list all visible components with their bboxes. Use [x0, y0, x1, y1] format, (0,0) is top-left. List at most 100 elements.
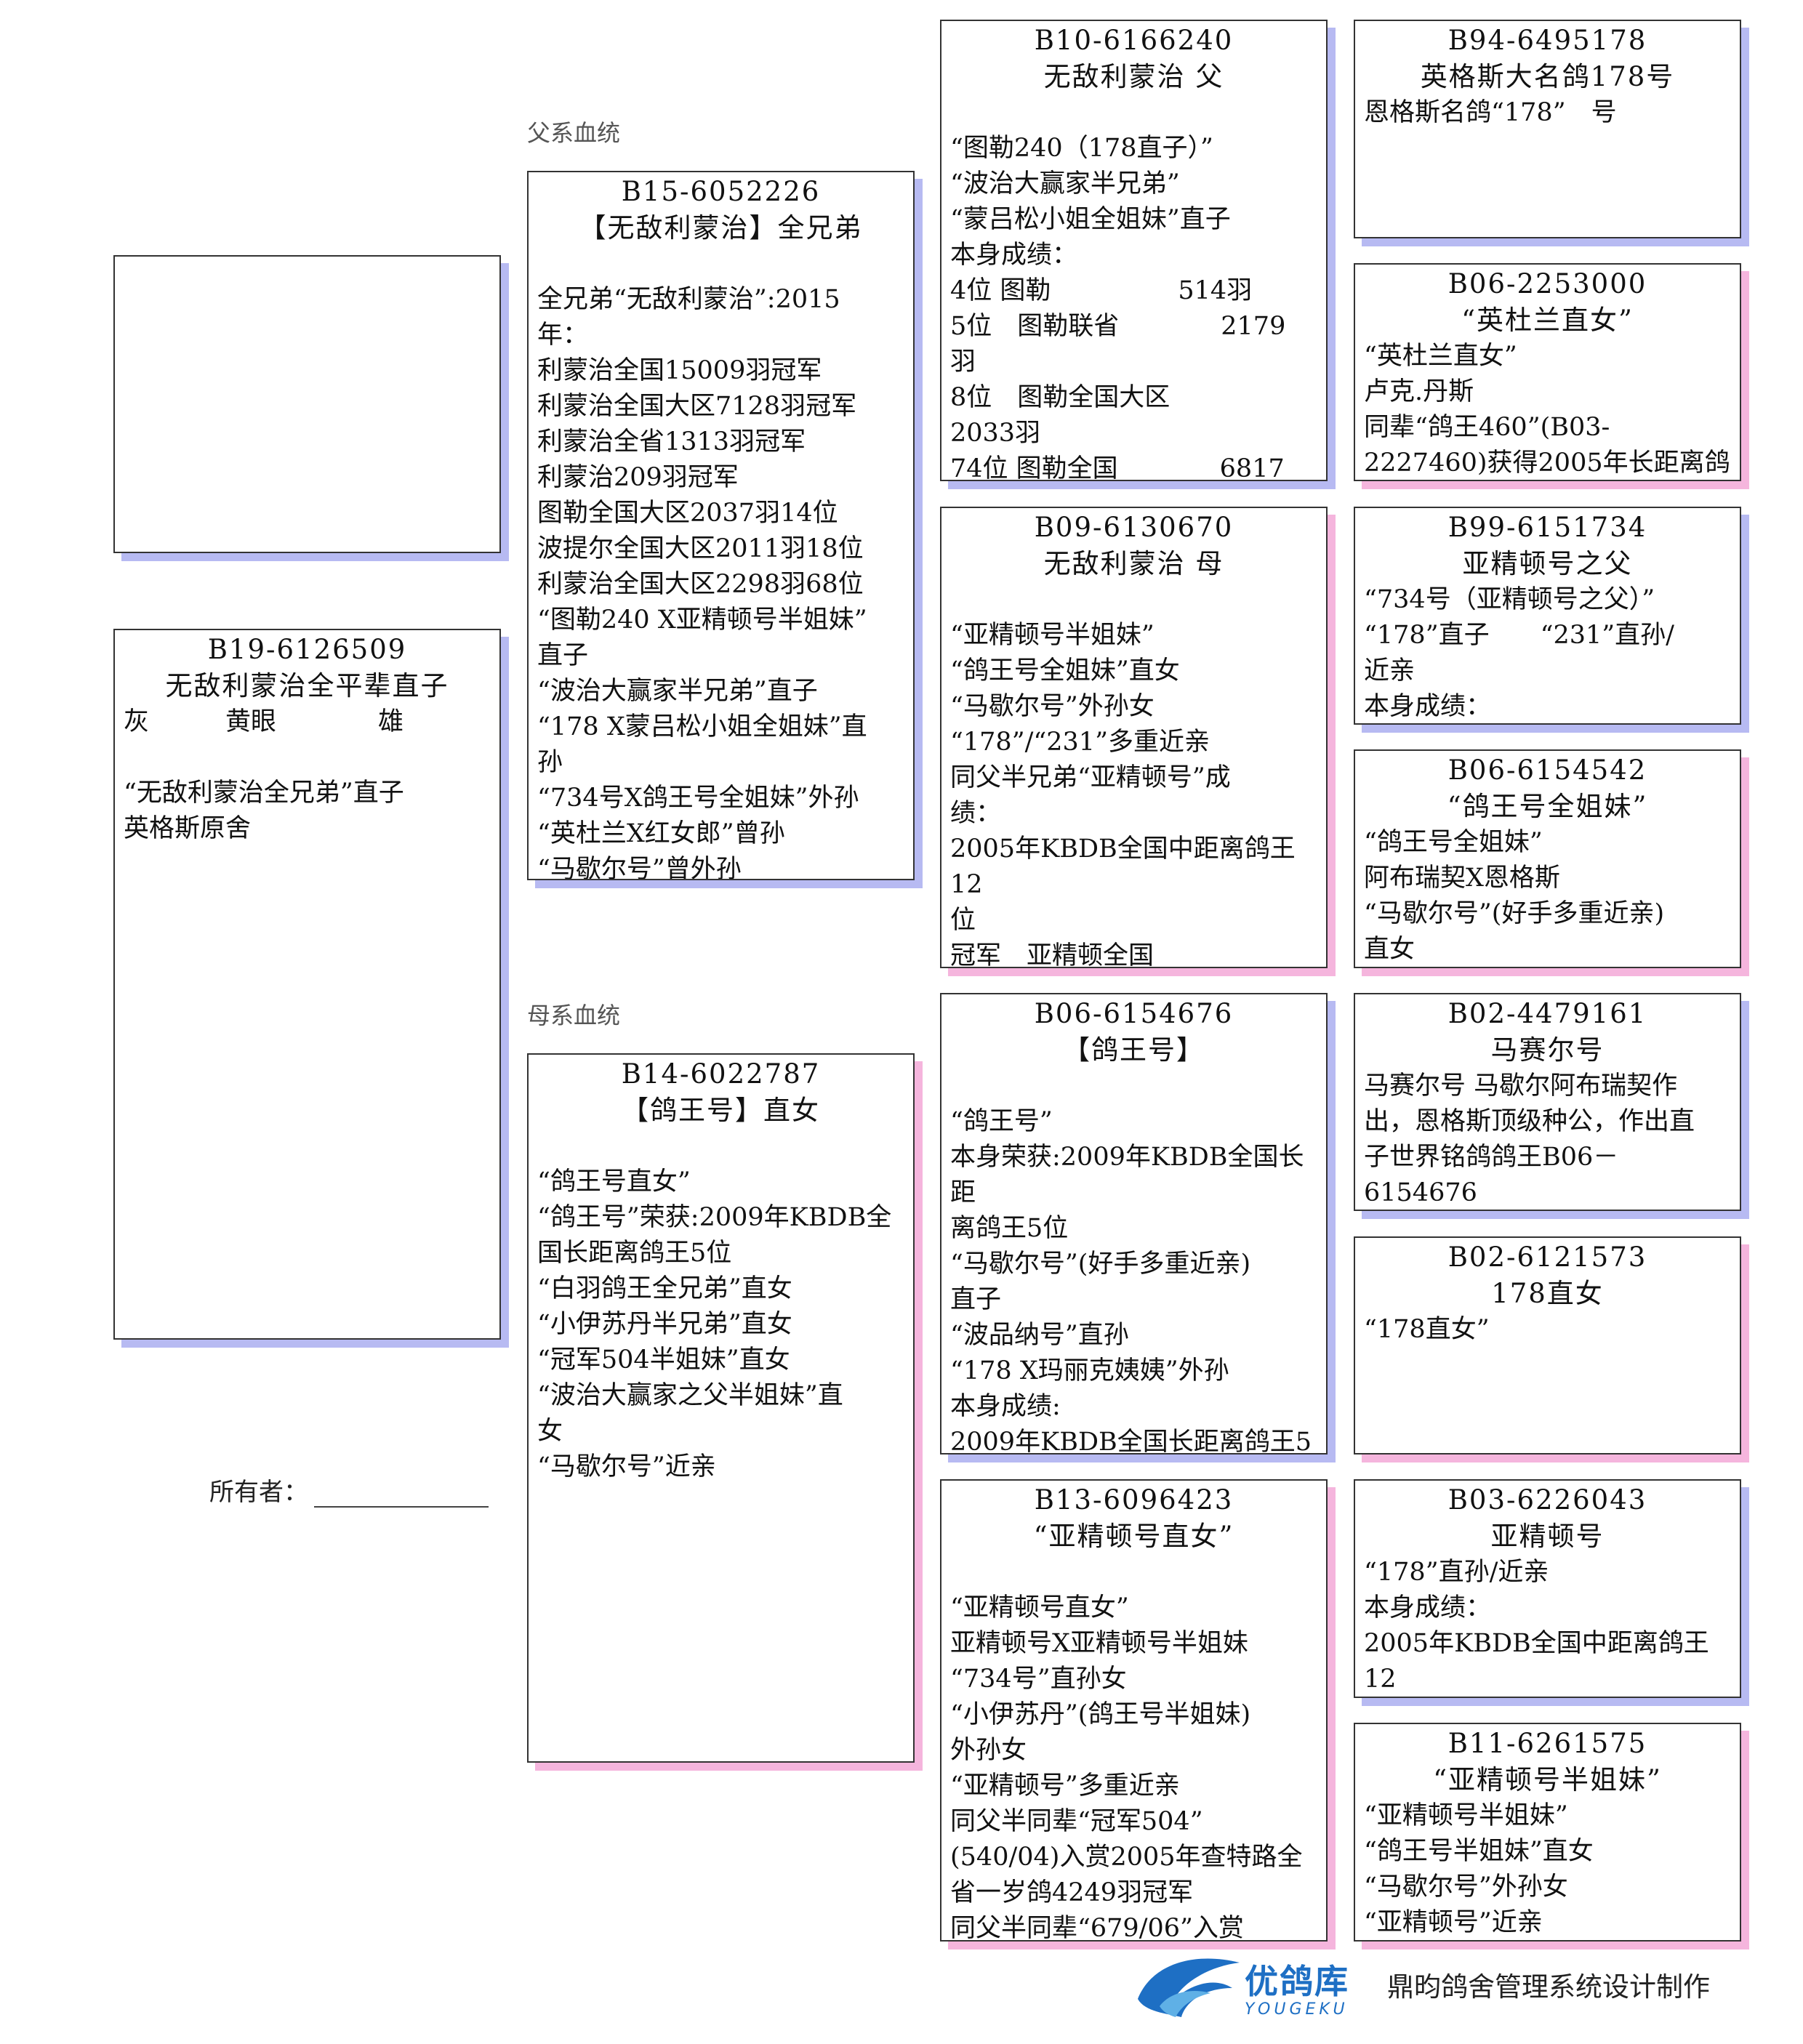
pigeon-note-line: 74位 图勒全国 6817	[950, 454, 1285, 481]
pigeon-note-line: 利蒙治全国15009羽冠军	[537, 356, 822, 385]
pigeon-note-line: 直子	[537, 641, 589, 670]
pigeon-note-line: 近亲	[1364, 656, 1416, 685]
sire-sire-dam-card: B06-2253000“英杜兰直女”“英杜兰直女”卢克.丹斯同辈“鸽王460”(…	[1354, 263, 1741, 481]
pigeon-note-line: 阿布瑞契X恩格斯	[1364, 864, 1560, 893]
pigeon-note-line: 年：	[537, 321, 589, 350]
pigeon-note-line: “冠军504半姐妹”直女	[537, 1345, 790, 1375]
pigeon-note-line: “马歇尔号”曾外孙	[537, 855, 742, 880]
pigeon-ring-id: B14-6022787	[621, 1058, 821, 1090]
pigeon-note-line: “178”直孙/近亲	[1364, 1558, 1549, 1587]
pigeon-note-line: “亚精顿号半姐妹”	[1364, 1801, 1568, 1830]
pigeon-note-line: “马歇尔号”(好手多重近亲)	[950, 1250, 1251, 1279]
pigeon-note-line: “734号”直孙女	[950, 1665, 1127, 1694]
pigeon-note-line: 图勒全国大区2037羽14位	[537, 499, 838, 528]
photo-box	[113, 255, 501, 553]
pigeon-note-line: “178 X玛丽克姨姨”外孙	[950, 1356, 1229, 1385]
dam-dam-card: B13-6096423“亚精顿号直女”“亚精顿号直女”亚精顿号X亚精顿号半姐妹“…	[940, 1479, 1328, 1942]
pigeon-note-line: 同父半兄弟“亚精顿号”成	[950, 763, 1231, 792]
pigeon-note-line: 5位 图勒联省 2179	[950, 312, 1286, 341]
pigeon-note-line: 出，恩格斯顶级种公，作出直	[1364, 1107, 1695, 1136]
pigeon-ring-id: B06-2253000	[1447, 268, 1647, 299]
pigeon-note-line: 本身荣获:2009年KBDB全国长距	[950, 1143, 1304, 1207]
pigeon-note-line: 直女	[1364, 935, 1416, 964]
pigeon-note-line: 2033羽	[950, 419, 1041, 448]
pigeon-ring-id: B11-6261575	[1447, 1728, 1647, 1759]
pigeon-ring-id: B03-6226043	[1447, 1484, 1647, 1516]
pigeon-ring-id: B02-4479161	[1447, 998, 1647, 1029]
dam-dam-dam-card: B11-6261575“亚精顿号半姐妹”“亚精顿号半姐妹”“鸽王号半姐妹”直女“…	[1354, 1723, 1741, 1942]
pigeon-note-line: “波治大赢家半兄弟”	[950, 169, 1180, 198]
pigeon-note-line: “马歇尔号”外孙女	[950, 692, 1155, 721]
pigeon-note-line: “图勒240（178直子）”	[950, 134, 1213, 163]
pigeon-note-line: 4位 图勒 514羽	[950, 276, 1253, 305]
pigeon-note-line: “波品纳号”直孙	[950, 1321, 1129, 1350]
pigeon-note-line: 本身成绩：	[950, 241, 1078, 270]
pigeon-title: “英杜兰直女”	[1461, 305, 1634, 336]
dam-dam-sire-card: B03-6226043 亚精顿号 “178”直孙/近亲本身成绩： 2005年KBDB全…	[1354, 1479, 1741, 1698]
pigeon-note-line: “马歇尔号”近亲	[537, 1452, 716, 1481]
pigeon-note-line: 利蒙治全国大区7128羽冠军	[537, 392, 857, 421]
pigeon-note-line: 国长距离鸽王5位	[537, 1239, 732, 1268]
pigeon-note-line: 同父半同辈“679/06”入赏	[950, 1914, 1244, 1942]
pigeon-note-line: “734号X鸽王号全姐妹”外孙	[537, 784, 859, 813]
yougeku-logo-icon	[1138, 1958, 1240, 2017]
pigeon-ring-id: B99-6151734	[1447, 512, 1647, 543]
pigeon-ring-id: B02-6121573	[1447, 1242, 1647, 1273]
pigeon-note-line: 位	[1364, 1697, 1731, 1698]
brand-name-en: YOUGEKU	[1245, 2000, 1349, 2019]
dam-sire-card: B06-6154676【鸽王号】“鸽王号”本身荣获:2009年KBDB全国长距离…	[940, 993, 1328, 1454]
pigeon-note-line: 绩：	[950, 799, 1002, 828]
pigeon-note-line: 卢克.丹斯	[1364, 377, 1474, 406]
pigeon-title: “鸽王号全姐妹”	[1447, 791, 1648, 822]
subject-attrs: 灰 黄眼 雄	[124, 707, 404, 736]
pigeon-note-line: 恩格斯名鸽“178” 号	[1364, 98, 1617, 127]
pigeon-note-line: 本身成绩：	[1364, 1593, 1492, 1622]
pigeon-note-line: 孙	[537, 748, 563, 777]
footer-credit: 鼎昀鸽舍管理系统设计制作	[1387, 1971, 1710, 2003]
pigeon-note-line: “鸽王号全姐妹”	[1364, 828, 1543, 857]
pigeon-note-line: “亚精顿号”多重近亲	[950, 1771, 1180, 1800]
pigeon-note-line: 本身成绩：	[1364, 692, 1492, 721]
pigeon-note-line: “亚精顿号半姐妹”	[950, 621, 1155, 650]
pigeon-note-line: 羽	[950, 347, 976, 377]
sire-line-label: 父系血统	[527, 119, 621, 147]
owner-label: 所有者：	[209, 1478, 308, 1507]
pigeon-ring-id: B10-6166240	[1034, 25, 1234, 56]
pigeon-note-line: “小伊苏丹半兄弟”直女	[537, 1310, 792, 1339]
pigeon-title: 亚精顿号	[1490, 1521, 1605, 1552]
pigeon-ring-id: B94-6495178	[1447, 25, 1647, 56]
pigeon-note-line: 女	[537, 1417, 563, 1446]
pigeon-note-line: 2005年KBDB全国中距离鸽王12	[950, 834, 1296, 899]
pigeon-note-line: “图勒240 X亚精顿号半姐妹”	[537, 605, 867, 635]
pigeon-note-line: 同辈“鸽王460”(B03-	[1364, 413, 1610, 442]
pigeon-note-line: “马歇尔号”(好手多重近亲)	[1364, 899, 1665, 928]
pigeon-note-line: “亚精顿号直女”	[950, 1593, 1129, 1622]
pigeon-note-line: 亚精顿号X亚精顿号半姐妹	[950, 1629, 1248, 1658]
pigeon-note-line: 冠军 亚精顿全国 3942	[950, 941, 1155, 968]
pigeon-note-line: 全兄弟“无敌利蒙治”:2015	[537, 285, 840, 314]
pigeon-note-line: 2227460)获得2005年长距离鸽	[1364, 448, 1730, 478]
pigeon-title: 无敌利蒙治 母	[1043, 548, 1224, 579]
pigeon-title: 马赛尔号	[1490, 1034, 1605, 1066]
pigeon-note-line: “178 X蒙吕松小姐全姐妹”直	[537, 712, 867, 741]
pigeon-note-line: “亚精顿号”近亲	[1364, 1908, 1543, 1937]
dam-sire-sire-card: B02-4479161 马赛尔号马赛尔号 马歇尔阿布瑞契作出，恩格斯顶级种公，作出…	[1354, 993, 1741, 1211]
pigeon-ring-id: B06-6154676	[1034, 998, 1234, 1029]
dam-card: B14-6022787【鸽王号】直女“鸽王号直女”“鸽王号”荣获:2009年KB…	[527, 1053, 915, 1763]
pigeon-note-line: 2005年KBDB全国中距离鸽王12	[1364, 1629, 1709, 1694]
subject-line: 英格斯原舍	[124, 814, 252, 843]
pigeon-title: 英格斯大名鸽178号	[1420, 61, 1675, 92]
pigeon-note-line: “鸽王号全姐妹”直女	[950, 656, 1180, 685]
sire-sire-sire-card: B94-6495178 英格斯大名鸽178号恩格斯名鸽“178” 号	[1354, 20, 1741, 238]
pigeon-note-line: “178”/“231”多重近亲	[950, 728, 1210, 757]
pigeon-note-line: 波提尔全国大区2011羽18位	[537, 534, 864, 563]
pigeon-title: 【鸽王号】直女	[622, 1095, 820, 1126]
pigeon-note-line: 利蒙治全省1313羽冠军	[537, 427, 806, 456]
pigeon-note-line: 马赛尔号 马歇尔阿布瑞契作	[1364, 1071, 1678, 1101]
dam-line-label: 母系血统	[527, 1002, 621, 1029]
pigeon-title: 【鸽王号】	[1063, 1034, 1205, 1066]
